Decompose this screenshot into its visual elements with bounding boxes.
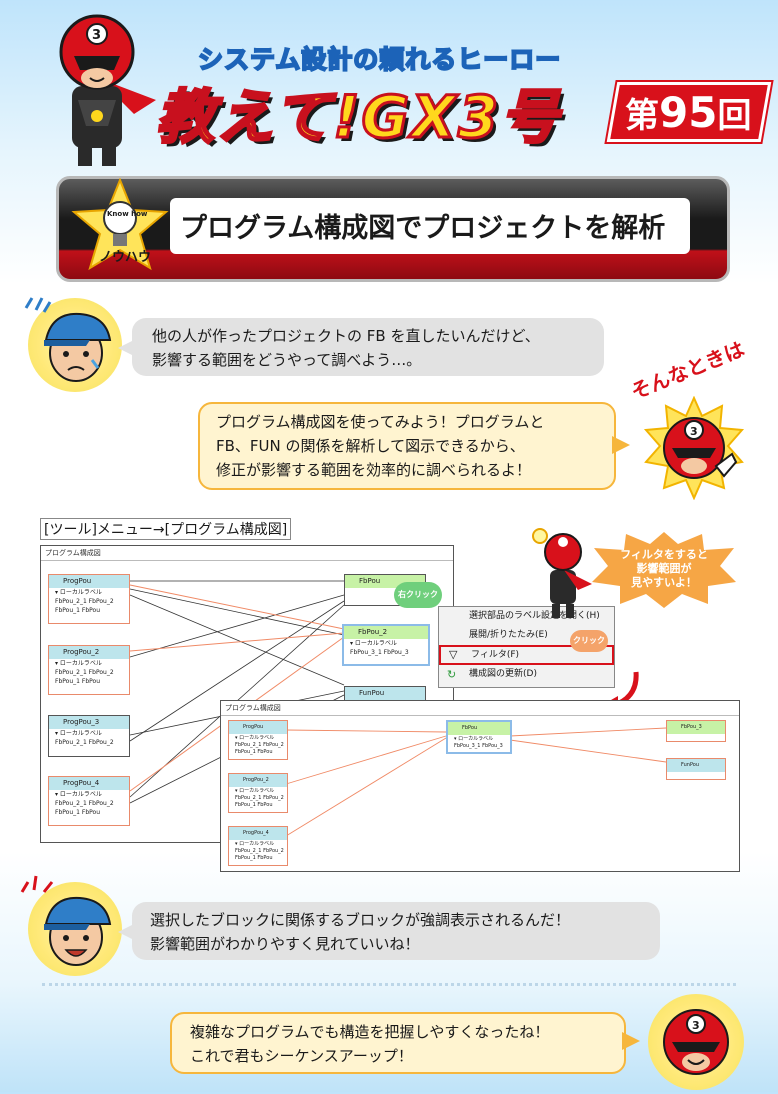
prog-block[interactable]: ProgPou ▾ ローカルラベル FbPou_2_1 FbPou_2 FbPo… [228, 720, 288, 760]
block-header: ProgPou_4 [229, 827, 287, 840]
answer-1-line2: FB、FUN の関係を解析して図示できるから、 [216, 437, 525, 455]
block-header: ProgPou_2 [49, 646, 129, 659]
exclaim-text: そんなときは [627, 336, 748, 404]
series-title: 教えて!GX3号 [154, 82, 561, 153]
question-bubble-1: 他の人が作ったプロジェクトの FB を直したいんだけど、 影響する範囲をどうやっ… [132, 318, 604, 376]
fb3-block[interactable]: FbPou_3 [666, 720, 726, 742]
hero-happy-avatar: 3 [648, 994, 744, 1090]
window-title: プログラム構成図 [221, 701, 739, 716]
fb-block-selected[interactable]: FbPou_2 ▾ ローカルラベル FbPou_3_1 FbPou_3 [342, 624, 430, 666]
bubble-tail [118, 924, 134, 940]
answer-1-line1: プログラム構成図を使ってみよう！プログラムと [216, 413, 545, 431]
bubble-tail [118, 340, 134, 356]
block-header: ProgPou [229, 721, 287, 734]
episode-prefix: 第 [625, 96, 659, 136]
series-subtitle: システム設計の頼れるヒーロー [197, 44, 562, 75]
right-click-hint: 右クリック [394, 582, 442, 608]
small-hero-icon [530, 526, 594, 622]
block-header: ProgPou_4 [49, 777, 129, 790]
answer-2-line1: 複雑なプログラムでも構造を把握しやすくなったね！ [190, 1023, 550, 1041]
hero-mascot: 3 [38, 8, 158, 168]
answer-bubble-1: プログラム構成図を使ってみよう！プログラムと FB、FUN の関係を解析して図示… [198, 402, 616, 490]
hero-face-burst: 3 [642, 395, 746, 501]
sparkle-icon [18, 874, 58, 902]
banner-title: プログラム構成図でプロジェクトを解析 [180, 213, 666, 244]
block-header: FbPou_2 [344, 626, 428, 639]
banner-title-box [170, 198, 690, 254]
prog-block[interactable]: ProgPou_4 ▾ ローカルラベル FbPou_2_1 FbPou_2 Fb… [228, 826, 288, 866]
happy-boy-avatar [28, 882, 122, 976]
prog-block[interactable]: ProgPou_2 ▾ ローカルラベル FbPou_2_1 FbPou_2 Fb… [228, 773, 288, 813]
connection-lines-2 [285, 727, 667, 837]
block-header: FbPou [448, 722, 510, 735]
question-bubble-2: 選択したブロックに関係するブロックが強調表示されるんだ！ 影響範囲がわかりやすく… [132, 902, 660, 960]
prog-block[interactable]: ProgPou_2 ▾ ローカルラベル FbPou_2_1 FbPou_2 Fb… [48, 645, 130, 695]
svg-text:3: 3 [92, 28, 101, 43]
menu-item-filter[interactable]: ▽ フィルタ(F) [439, 645, 614, 665]
block-header: ProgPou_2 [229, 774, 287, 787]
bubble-tail [622, 1032, 640, 1050]
episode-suffix: 回 [717, 96, 752, 136]
callout-line2: 影響範囲が [636, 562, 692, 575]
answer-1-line3: 修正が影響する範囲を効率的に調べられるよ！ [216, 461, 532, 479]
callout-line1: フィルタをすると [620, 548, 708, 561]
block-header: FunPou [345, 687, 425, 700]
menu-item-label-settings[interactable]: 選択部品のラベル設定を開く(H) [469, 611, 600, 621]
svg-text:Know how: Know how [107, 210, 148, 218]
menu-item-filter-label: フィルタ(F) [471, 650, 520, 660]
filter-icon: ▽ [449, 648, 458, 661]
bubble-tail [612, 436, 630, 454]
svg-text:3: 3 [692, 1019, 700, 1032]
prog-block[interactable]: ProgPou_3 ▾ ローカルラベル FbPou_2_1 FbPou_2 [48, 715, 130, 757]
question-1-line1: 他の人が作ったプロジェクトの FB を直したいんだけど、 [152, 327, 540, 345]
divider [42, 983, 736, 986]
filter-tip-burst: フィルタをすると 影響範囲が 見やすいよ！ [590, 530, 738, 608]
block-header: ProgPou [49, 575, 129, 588]
block-header: FbPou_3 [667, 721, 725, 734]
menu-path: [ツール]メニュー→[プログラム構成図] [40, 518, 292, 540]
window-title: プログラム構成図 [41, 546, 453, 561]
worried-boy-avatar [28, 298, 122, 392]
fb-block-selected[interactable]: FbPou ▾ ローカルラベル FbPou_3_1 FbPou_3 [446, 720, 512, 754]
question-2-line1: 選択したブロックに関係するブロックが強調表示されるんだ！ [150, 911, 571, 929]
lightbulb-star-icon: Know how [70, 177, 170, 274]
episode-badge: 第95回 [625, 88, 751, 137]
menu-item-expand-collapse[interactable]: 展開/折りたたみ(E) [469, 630, 548, 640]
prog-block[interactable]: ProgPou_4 ▾ ローカルラベル FbPou_2_1 FbPou_2 Fb… [48, 776, 130, 826]
block-header: ProgPou_3 [49, 716, 129, 729]
menu-item-refresh-label: 構成図の更新(D) [469, 669, 537, 679]
fun-block[interactable]: FunPou [344, 686, 426, 702]
question-2-line2: 影響範囲がわかりやすく見れていいね！ [150, 935, 420, 953]
click-hint: クリック [570, 630, 608, 652]
prog-block[interactable]: ProgPou ▾ ローカルラベル FbPou_2_1 FbPou_2 FbPo… [48, 574, 130, 624]
episode-number: 95 [659, 88, 718, 137]
block-header: FunPou [667, 759, 725, 772]
refresh-icon: ↻ [447, 668, 457, 681]
svg-text:3: 3 [690, 425, 698, 438]
callout-line3: 見やすいよ！ [631, 576, 697, 589]
menu-item-refresh[interactable]: ↻ 構成図の更新(D) [439, 665, 614, 684]
answer-2-line2: これで君もシーケンスアーップ！ [190, 1047, 413, 1065]
answer-bubble-2: 複雑なプログラムでも構造を把握しやすくなったね！ これで君もシーケンスアーップ！ [170, 1012, 626, 1074]
sweat-icon [22, 294, 52, 318]
question-1-line2: 影響する範囲をどうやって調べよう…。 [152, 351, 422, 369]
knowhow-label: ノウハウ [99, 250, 152, 265]
fun-block[interactable]: FunPou [666, 758, 726, 780]
